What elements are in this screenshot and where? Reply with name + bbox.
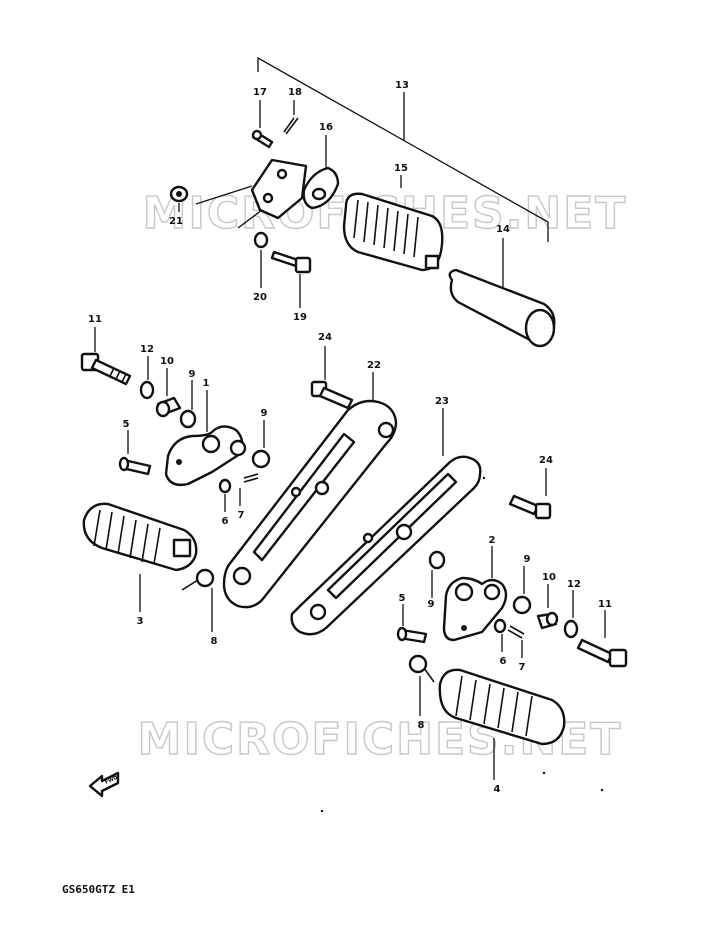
part-20-washer [253,231,269,288]
part-16-washer [302,135,340,210]
part-22-footrest-plate [222,372,398,609]
label-9b: 9 [261,408,268,419]
label-18: 18 [288,87,302,98]
pillion-bracket [195,158,308,229]
part-9-bushing-right-b [512,566,532,615]
part-7-cotter-right [507,625,525,658]
label-13: 13 [395,80,409,91]
label-5a: 5 [123,419,130,430]
label-21: 21 [169,216,183,227]
label-6b: 6 [500,656,507,667]
label-15: 15 [394,163,408,174]
assembly-13-bracket-line [257,56,549,242]
label-11a: 11 [88,314,102,325]
part-3-footrest-left [82,502,198,612]
part-4-footrest-right [438,668,566,780]
part-19-bolt [270,250,312,308]
part-1-bracket-left [164,390,247,487]
part-21-washer [169,185,189,212]
label-7b: 7 [519,662,526,673]
label-4: 4 [494,784,501,795]
label-9d: 9 [524,554,531,565]
part-6-washer-right [493,618,507,652]
part-6-washer-left [218,478,232,512]
part-18-cotter-pin [283,100,299,135]
label-7a: 7 [238,510,245,521]
label-20: 20 [253,292,267,303]
label-9c: 9 [428,599,435,610]
part-17-clevis-pin [251,100,274,149]
part-12-washer-left [139,356,155,400]
part-15-rubber-footrest [342,175,444,272]
part-10-collar-left [155,368,182,418]
part-14-footrest-shaft [448,238,556,348]
label-19: 19 [293,312,307,323]
part-11-bolt-right [576,610,628,668]
label-12b: 12 [567,579,581,590]
part-7-cotter-left [239,473,259,506]
label-10a: 10 [160,356,174,367]
label-22: 22 [367,360,381,371]
label-24a: 24 [318,332,332,343]
label-6a: 6 [222,516,229,527]
part-10-collar-right [536,584,559,630]
part-number-labels: 1 2 3 4 5 5 6 6 7 7 8 8 9 9 9 9 10 10 11… [88,80,612,795]
label-14: 14 [496,224,510,235]
part-5-pin-right [396,604,428,644]
part-11-bolt-left [80,327,132,386]
label-24b: 24 [539,455,553,466]
label-12a: 12 [140,344,154,355]
label-17: 17 [253,87,267,98]
model-code: GS650GTZ E1 [62,883,135,896]
label-5b: 5 [399,593,406,604]
part-24-bolt-left [310,346,354,410]
part-5-pin-left [118,430,152,476]
label-23: 23 [435,396,449,407]
part-9-bushing-left-b [251,420,271,469]
part-8-spring-right [408,654,435,716]
label-10b: 10 [542,572,556,583]
svg-text:FWD: FWD [104,775,118,786]
part-9-bushing-right-a [428,550,446,598]
front-direction-arrow: FWD [88,771,120,798]
label-16: 16 [319,122,333,133]
label-8a: 8 [211,636,218,647]
part-24-bolt-right [508,468,552,520]
label-1: 1 [203,378,210,389]
label-3: 3 [137,616,144,627]
part-8-spring-left [181,568,215,632]
part-12-washer-right [563,590,579,639]
label-9a: 9 [189,369,196,380]
label-8b: 8 [418,720,425,731]
part-9-bushing-left-a [179,380,197,429]
label-2: 2 [489,535,496,546]
label-11b: 11 [598,599,612,610]
part-23-footrest-plate [290,408,482,636]
part-2-bracket-right [442,546,508,642]
